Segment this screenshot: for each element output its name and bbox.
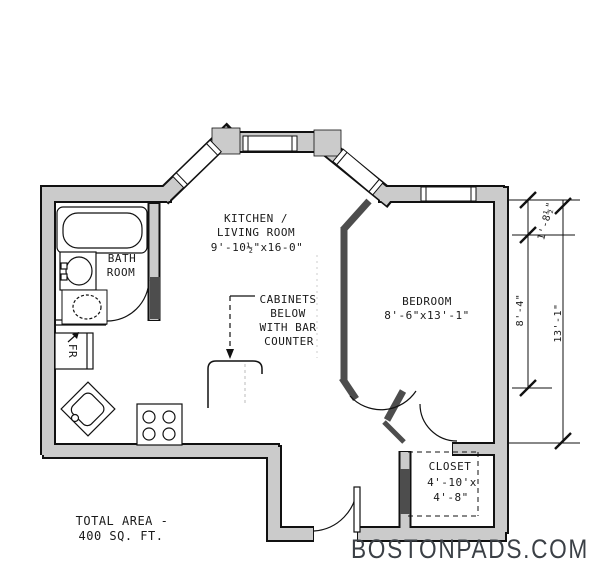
kitchen-label: LIVING ROOM <box>217 226 295 239</box>
bedroom-label: BEDROOM <box>402 295 452 308</box>
faucet-handle <box>60 262 68 270</box>
bathroom-door-arc <box>106 279 150 322</box>
total-area-value: 400 SQ. FT. <box>79 529 164 543</box>
stove <box>136 403 183 446</box>
dim-label-inner: 8'-4" <box>515 294 526 327</box>
dim-tick <box>519 379 537 397</box>
bay-corner-post <box>313 129 342 157</box>
fridge-arrow-icon <box>67 332 79 343</box>
entry-door-leaf <box>353 486 361 533</box>
kitchen-sink <box>60 381 116 437</box>
closet-label: CLOSET <box>429 460 472 473</box>
bar-counter <box>207 360 263 408</box>
faucet-handle <box>60 273 68 281</box>
window-bay-left <box>172 139 222 189</box>
labels: KITCHEN / LIVING ROOM 9'-10½"x16-0" BEDR… <box>66 201 564 543</box>
bathroom-label: ROOM <box>107 266 136 279</box>
window-bay-right <box>332 148 384 196</box>
door-leaf <box>383 389 407 422</box>
cabinets-note: WITH BAR <box>260 321 317 334</box>
burner <box>162 410 176 424</box>
bathtub-basin <box>62 212 143 249</box>
cabinets-note: CABINETS <box>260 293 317 306</box>
kitchen-fixtures <box>54 332 183 446</box>
window-bay-top <box>242 135 298 152</box>
windows <box>172 135 477 202</box>
burner <box>142 427 156 441</box>
bedroom-door-arc <box>349 390 417 411</box>
bathroom-label: BATH <box>108 252 137 265</box>
cabinets-note: BELOW <box>270 307 306 320</box>
entry-door-arc <box>313 486 358 532</box>
sink-faucet <box>70 413 80 423</box>
fridge-label: FR <box>66 344 79 358</box>
dim-tick <box>519 226 537 244</box>
kitchen-label: KITCHEN / <box>224 212 288 225</box>
closet-dashed-boundary <box>408 451 479 517</box>
bathroom-door-leaf <box>150 277 160 319</box>
burner <box>162 427 176 441</box>
door-leaf <box>382 420 406 444</box>
dim-label-overall: 13'-1" <box>553 303 564 342</box>
partition-segment <box>339 376 359 401</box>
dim-tick <box>554 432 572 450</box>
bedroom-dims: 8'-6"x13'-1" <box>384 309 469 322</box>
closet-dims: 4'-8" <box>433 491 469 504</box>
total-area-label: TOTAL AREA - <box>76 514 169 528</box>
leader-arrowhead <box>226 349 234 359</box>
bedroom-partition <box>339 198 407 444</box>
dim-tick <box>554 197 572 215</box>
cabinets-leader <box>226 295 255 359</box>
burner <box>142 410 156 424</box>
kitchen-dims: 9'-10½"x16-0" <box>211 241 304 254</box>
dim-tick <box>519 191 537 209</box>
hall-door-arc <box>419 403 458 442</box>
watermark-text: BOSTONPADS.COM <box>351 534 589 564</box>
bathroom-fixtures <box>56 206 148 325</box>
closet-dims: 4'-10'x <box>427 476 477 489</box>
toilet <box>72 294 102 320</box>
closet-door-leaf <box>400 469 410 514</box>
partition-segment <box>340 198 372 233</box>
cabinets-note: COUNTER <box>264 335 314 348</box>
bathroom-sink-basin <box>65 256 93 286</box>
dimension-ticks <box>519 191 572 450</box>
window-bedroom <box>420 186 477 202</box>
